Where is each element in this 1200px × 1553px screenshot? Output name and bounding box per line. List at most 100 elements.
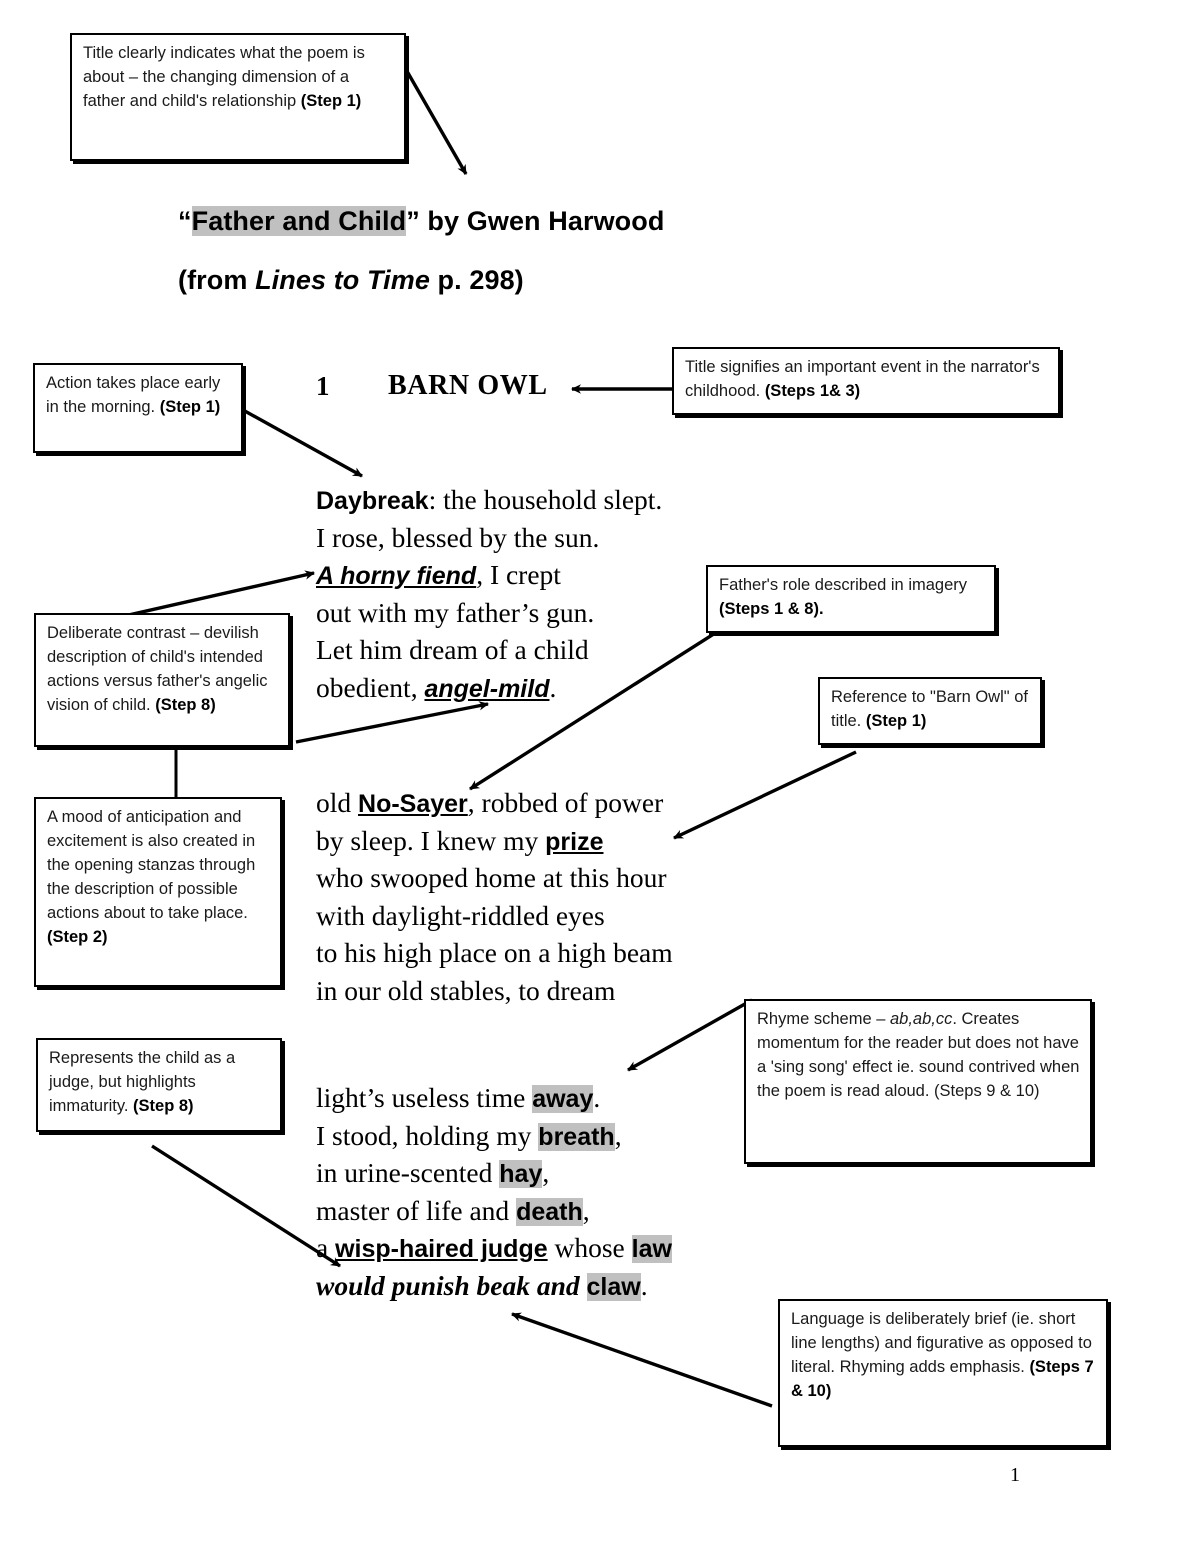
- source-page: p. 298): [429, 265, 524, 295]
- poem-text: I stood, holding my: [316, 1119, 539, 1151]
- section-number: 1: [316, 371, 330, 401]
- poem-line: in our old stables, to dream: [316, 972, 673, 1010]
- arrow-contrast-note: [119, 570, 315, 619]
- annotation-deliberate-contrast: Deliberate contrast – devilish descripti…: [34, 613, 290, 747]
- arrow-barn-owl-ref: [673, 750, 857, 840]
- poem-emphasis: Daybreak: [316, 487, 429, 515]
- note-text: Reference to "Barn Owl" of title.: [831, 688, 1028, 730]
- poem-line: who swooped home at this hour: [316, 859, 673, 897]
- note-text: Rhyme scheme –: [757, 1010, 890, 1028]
- annotation-title-meaning: Title clearly indicates what the poem is…: [70, 33, 406, 161]
- note-text: Father's role described in imagery: [719, 576, 968, 594]
- poem-line: A horny fiend, I crept: [316, 556, 662, 594]
- note-step: (Step 8): [155, 695, 216, 714]
- poem-line: Let him dream of a child: [316, 631, 662, 669]
- note-step: (Step 8): [133, 1096, 194, 1115]
- section-title: BARN OWL: [388, 370, 548, 401]
- source-book-title: Lines to Time: [255, 265, 430, 295]
- source-reference: (from Lines to Time p. 298): [178, 265, 524, 296]
- poem-emphasis: prize: [545, 827, 604, 856]
- poem-text: ,: [614, 1119, 622, 1151]
- poem-text: , robbed of power: [467, 787, 664, 818]
- poem-author: by Gwen Harwood: [419, 206, 665, 236]
- annotation-mood-of-anticipation: A mood of anticipation and excitement is…: [34, 797, 282, 987]
- poem-text: ,: [542, 1157, 550, 1188]
- poem-line: I stood, holding my breath,: [316, 1117, 672, 1155]
- poem-line: Daybreak: the household slept.: [316, 481, 662, 519]
- quote-close: ”: [406, 206, 420, 236]
- poem-text: I rose, blessed by the sun.: [316, 521, 600, 553]
- poem-text: a: [316, 1232, 336, 1263]
- poem-text: whose: [547, 1232, 632, 1263]
- poem-text: with daylight-riddled eyes: [316, 899, 605, 931]
- poem-emphasis: angel-mild: [424, 674, 550, 703]
- quote-open: “: [178, 206, 192, 236]
- page-title: “Father and Child” by Gwen Harwood: [178, 206, 664, 237]
- poem-line: out with my father’s gun.: [316, 594, 662, 632]
- annotation-fathers-role-imagery: Father's role described in imagery (Step…: [706, 565, 996, 633]
- poem-text: , I crept: [476, 559, 561, 590]
- poem-stanza-3: light’s useless time away.I stood, holdi…: [316, 1079, 672, 1304]
- annotation-barn-owl-reference: Reference to "Barn Owl" of title. (Step …: [818, 677, 1042, 745]
- poem-emphasis: breath: [538, 1122, 615, 1151]
- poem-line: by sleep. I knew my prize: [316, 822, 673, 860]
- annotation-brief-language: Language is deliberately brief (ie. shor…: [778, 1299, 1108, 1447]
- poem-title-highlight: Father and Child: [191, 206, 407, 236]
- poem-emphasis: claw: [586, 1272, 641, 1301]
- note-text: Represents the child as a judge, but hig…: [49, 1049, 236, 1115]
- arrow-judge-note: [151, 1144, 341, 1268]
- note-text: Action takes place early in the morning.: [46, 374, 221, 416]
- arrow-rhyme-note: [627, 998, 753, 1072]
- poem-text: in urine-scented: [316, 1157, 500, 1188]
- poem-emphasis: would punish beak and: [316, 1269, 587, 1301]
- note-text: A mood of anticipation and excitement is…: [47, 808, 256, 922]
- poem-text: .: [549, 671, 557, 703]
- arrow-language-note: [511, 1312, 773, 1408]
- note-step-clipped: & 3): [829, 381, 861, 400]
- annotation-time-of-action: Action takes place early in the morning.…: [33, 363, 243, 453]
- poem-line: light’s useless time away.: [316, 1079, 672, 1117]
- note-text: Title clearly indicates what the poem is…: [83, 44, 365, 110]
- arrow-contrast-note-2: [295, 701, 489, 744]
- poem-line: would punish beak and claw.: [316, 1267, 672, 1305]
- poem-line: old No-Sayer, robbed of power: [316, 784, 673, 822]
- poem-text: in our old stables, to dream: [316, 974, 616, 1006]
- poem-text: .: [640, 1269, 648, 1301]
- poem-text: light’s useless time: [316, 1082, 533, 1113]
- poem-text: ,: [582, 1194, 590, 1226]
- poem-text: : the household slept.: [428, 484, 663, 515]
- poem-line: in urine-scented hay,: [316, 1154, 672, 1192]
- note-step: (Step 1): [300, 91, 362, 110]
- poem-text: .: [593, 1082, 601, 1113]
- poem-line: to his high place on a high beam: [316, 934, 673, 972]
- poem-emphasis: No-Sayer: [358, 790, 468, 818]
- annotation-rhyme-scheme: Rhyme scheme – ab,ab,cc. Creates momentu…: [744, 999, 1092, 1164]
- page-number: 1: [1010, 1464, 1020, 1486]
- poem-stanza-1: Daybreak: the household slept.I rose, bl…: [316, 481, 662, 706]
- poem-text: master of life and: [316, 1194, 517, 1226]
- note-text: Deliberate contrast – devilish descripti…: [47, 624, 268, 714]
- poem-emphasis: away: [532, 1085, 594, 1113]
- poem-emphasis: wisp-haired judge: [335, 1235, 548, 1263]
- poem-text: by sleep. I knew my: [316, 824, 546, 856]
- note-step: (Step 1): [865, 711, 927, 730]
- note-step: (Step 1): [159, 397, 221, 416]
- note-step: (Steps 1 & 8).: [719, 599, 824, 618]
- note-rhyme-pattern: ab,ab,cc: [889, 1010, 953, 1028]
- note-text-rest: . Creates momentum for the reader but do…: [757, 1010, 1080, 1100]
- poem-emphasis: A horny fiend: [316, 562, 477, 590]
- poem-line: a wisp-haired judge whose law: [316, 1229, 672, 1267]
- poem-emphasis: law: [631, 1235, 672, 1263]
- poem-text: out with my father’s gun.: [316, 596, 595, 628]
- note-text: Title signifies an important event in th…: [685, 358, 1040, 400]
- poem-line: I rose, blessed by the sun.: [316, 519, 662, 557]
- poem-line: obedient, angel-mild.: [316, 669, 662, 707]
- annotation-child-as-judge: Represents the child as a judge, but hig…: [36, 1038, 282, 1132]
- annotation-section-title-significance: Title signifies an important event in th…: [672, 347, 1060, 415]
- poem-line: master of life and death,: [316, 1192, 672, 1230]
- note-step: (Step 2): [47, 927, 108, 946]
- note-step: (Steps 7 & 10): [791, 1357, 1094, 1400]
- poem-text: who swooped home at this hour: [316, 862, 667, 893]
